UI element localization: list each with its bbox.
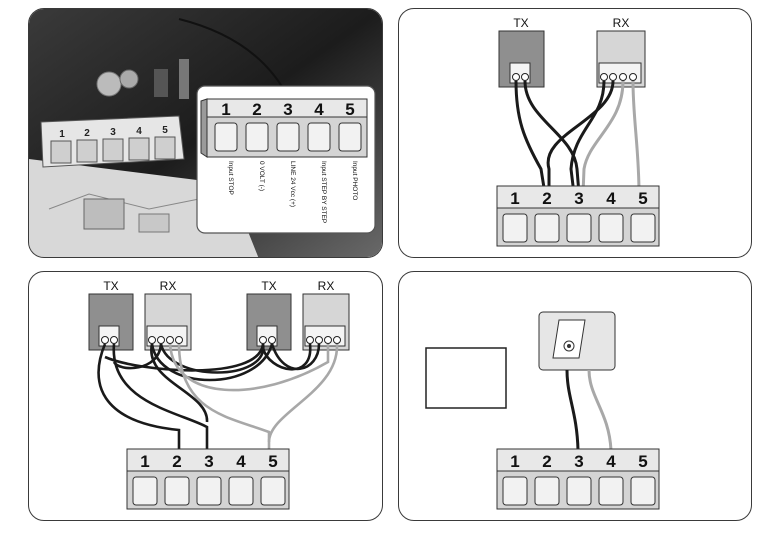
panel-single-photocell-wiring: TX RX	[398, 8, 752, 258]
label-input-photo: Input PHOTO	[351, 161, 358, 200]
terminal-5: 5	[638, 189, 647, 208]
terminal-1: 1	[510, 452, 519, 471]
panel-no-photocell-wiring: 1 2 3 4 5	[398, 271, 752, 521]
panel1-drawing: 1 2 3 4 5 1 2 3 4 5 Input STOP 0 VOLT (-…	[29, 9, 382, 257]
rx-label: RX	[613, 16, 630, 30]
panel3-drawing: TX RX TX RX	[88, 279, 350, 510]
panel-double-photocell-wiring: TX RX TX RX	[28, 271, 383, 521]
terminal-5: 5	[638, 452, 647, 471]
panel-terminal-legend: 1 2 3 4 5 1 2 3 4 5 Input STOP 0 VOLT (-…	[28, 8, 383, 258]
wires	[97, 343, 339, 450]
photo-terminal-1: 1	[59, 129, 65, 140]
tx1-label: TX	[103, 279, 118, 293]
rx-receiver	[596, 30, 646, 88]
tx-transmitter	[498, 30, 545, 88]
terminal-3: 3	[204, 452, 213, 471]
photo-terminal-3: 3	[110, 127, 116, 138]
label-line-24vcc: LINE 24 Vcc (+)	[289, 161, 296, 207]
terminal-2: 2	[542, 189, 551, 208]
tx-label: TX	[513, 16, 528, 30]
terminal-2: 2	[172, 452, 181, 471]
rx1-receiver	[144, 293, 192, 351]
callout-terminal-4: 4	[314, 100, 324, 119]
terminal-block: 1 2 3 4 5	[496, 448, 660, 510]
rx2-label: RX	[318, 279, 335, 293]
label-0-volt: 0 VOLT (-)	[258, 161, 265, 191]
terminal-4: 4	[236, 452, 246, 471]
panel4-drawing: 1 2 3 4 5	[425, 311, 660, 510]
terminal-3: 3	[574, 452, 583, 471]
photo-terminal-4: 4	[136, 126, 142, 137]
terminal-block: 1 2 3 4 5	[496, 185, 660, 247]
empty-device-box	[425, 347, 507, 409]
wall-switch	[538, 311, 616, 371]
panel2-drawing: TX RX	[496, 16, 660, 247]
terminal-1: 1	[510, 189, 519, 208]
tx2-transmitter	[246, 293, 292, 351]
tx2-label: TX	[261, 279, 276, 293]
photo-terminal-2: 2	[84, 128, 90, 139]
terminal-5: 5	[268, 452, 277, 471]
callout-terminal-5: 5	[345, 100, 354, 119]
photo-terminal-5: 5	[162, 125, 168, 136]
callout-terminal-3: 3	[283, 100, 292, 119]
callout-terminal-1: 1	[221, 100, 230, 119]
rx2-receiver	[302, 293, 350, 351]
label-input-stop: Input STOP	[227, 161, 234, 195]
callout-terminal-2: 2	[252, 100, 261, 119]
wires	[565, 369, 613, 451]
terminal-block: 1 2 3 4 5	[126, 448, 290, 510]
terminal-3: 3	[574, 189, 583, 208]
wires	[514, 80, 641, 195]
terminal-1: 1	[140, 452, 149, 471]
terminal-2: 2	[542, 452, 551, 471]
label-input-step-by-step: Input STEP BY STEP	[320, 161, 327, 223]
rx1-label: RX	[160, 279, 177, 293]
photo-terminal-block: 1 2 3 4 5	[40, 115, 185, 168]
terminal-4: 4	[606, 189, 616, 208]
tx1-transmitter	[88, 293, 134, 351]
callout-terminal-block: 1 2 3 4 5	[200, 98, 368, 158]
terminal-4: 4	[606, 452, 616, 471]
